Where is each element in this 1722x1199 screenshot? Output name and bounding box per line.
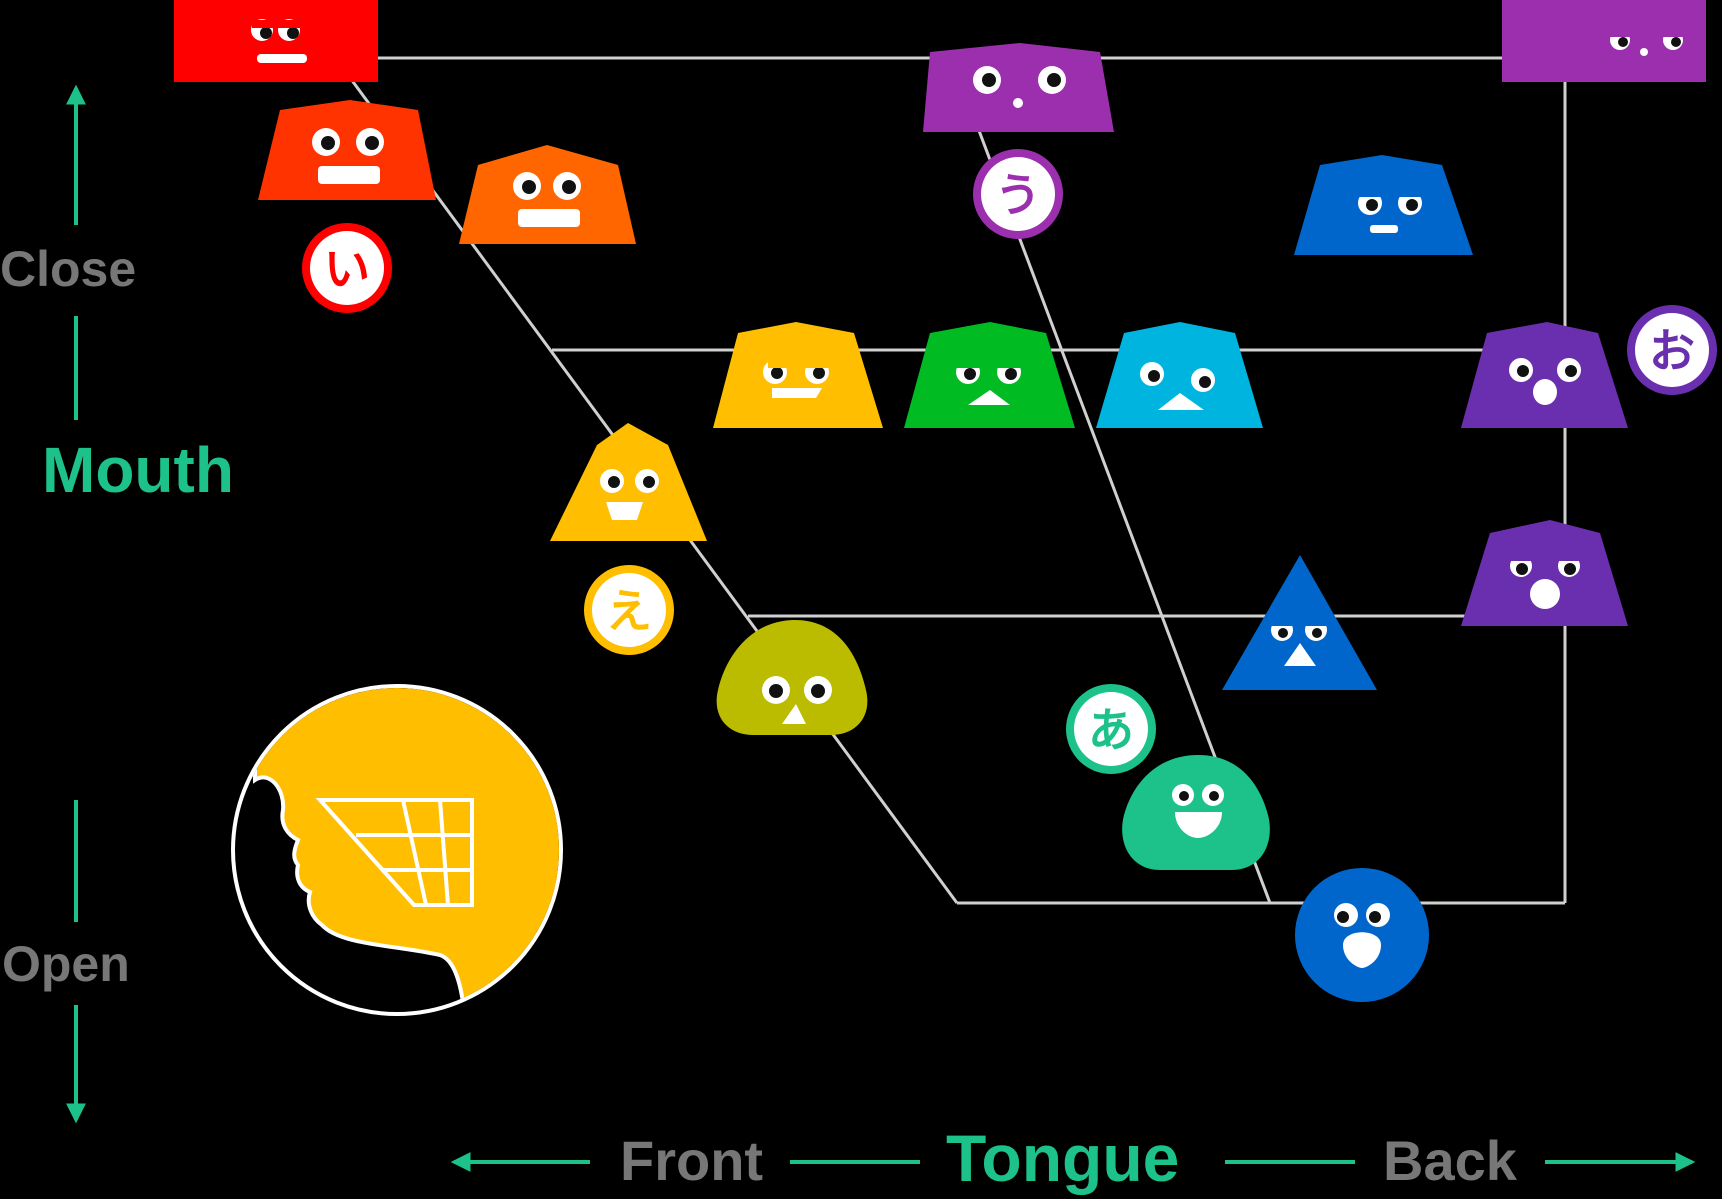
green-character xyxy=(904,322,1075,428)
purple-corner-character xyxy=(1502,0,1706,82)
kana-a-label: あ xyxy=(1088,703,1134,757)
kana-e-label: え xyxy=(606,584,652,638)
orange-red-character xyxy=(258,100,436,200)
mouth-profile-icon xyxy=(231,684,563,1016)
blue-ball-character xyxy=(1295,868,1429,1002)
teal-character xyxy=(1122,755,1270,870)
tongue-axis-label: Tongue xyxy=(946,1121,1180,1195)
blue-triangle-character xyxy=(1222,555,1377,690)
olive-character xyxy=(716,620,868,735)
purple-top-character xyxy=(923,43,1114,132)
mouth-axis-label: Mouth xyxy=(42,434,234,506)
close-label: Close xyxy=(0,241,137,297)
kana-badge-i: い xyxy=(302,223,392,313)
violet-low-character xyxy=(1461,520,1628,626)
kana-badge-o: お xyxy=(1627,305,1717,395)
amber-character xyxy=(713,322,883,428)
red-block-character xyxy=(174,0,378,82)
open-label: Open xyxy=(2,936,130,992)
kana-i-label: い xyxy=(324,242,370,296)
back-label: Back xyxy=(1383,1129,1517,1192)
yellow-triangle-character xyxy=(550,423,707,541)
orange-character xyxy=(459,145,636,244)
kana-badge-a: あ xyxy=(1066,684,1156,774)
kana-badge-e: え xyxy=(584,565,674,655)
blue-character xyxy=(1294,155,1473,255)
kana-u-label: う xyxy=(995,168,1041,222)
cyan-character xyxy=(1096,322,1263,428)
violet-mid-character xyxy=(1461,322,1628,428)
kana-o-label: お xyxy=(1649,324,1695,378)
kana-badge-u: う xyxy=(973,149,1063,239)
front-label: Front xyxy=(620,1129,764,1192)
